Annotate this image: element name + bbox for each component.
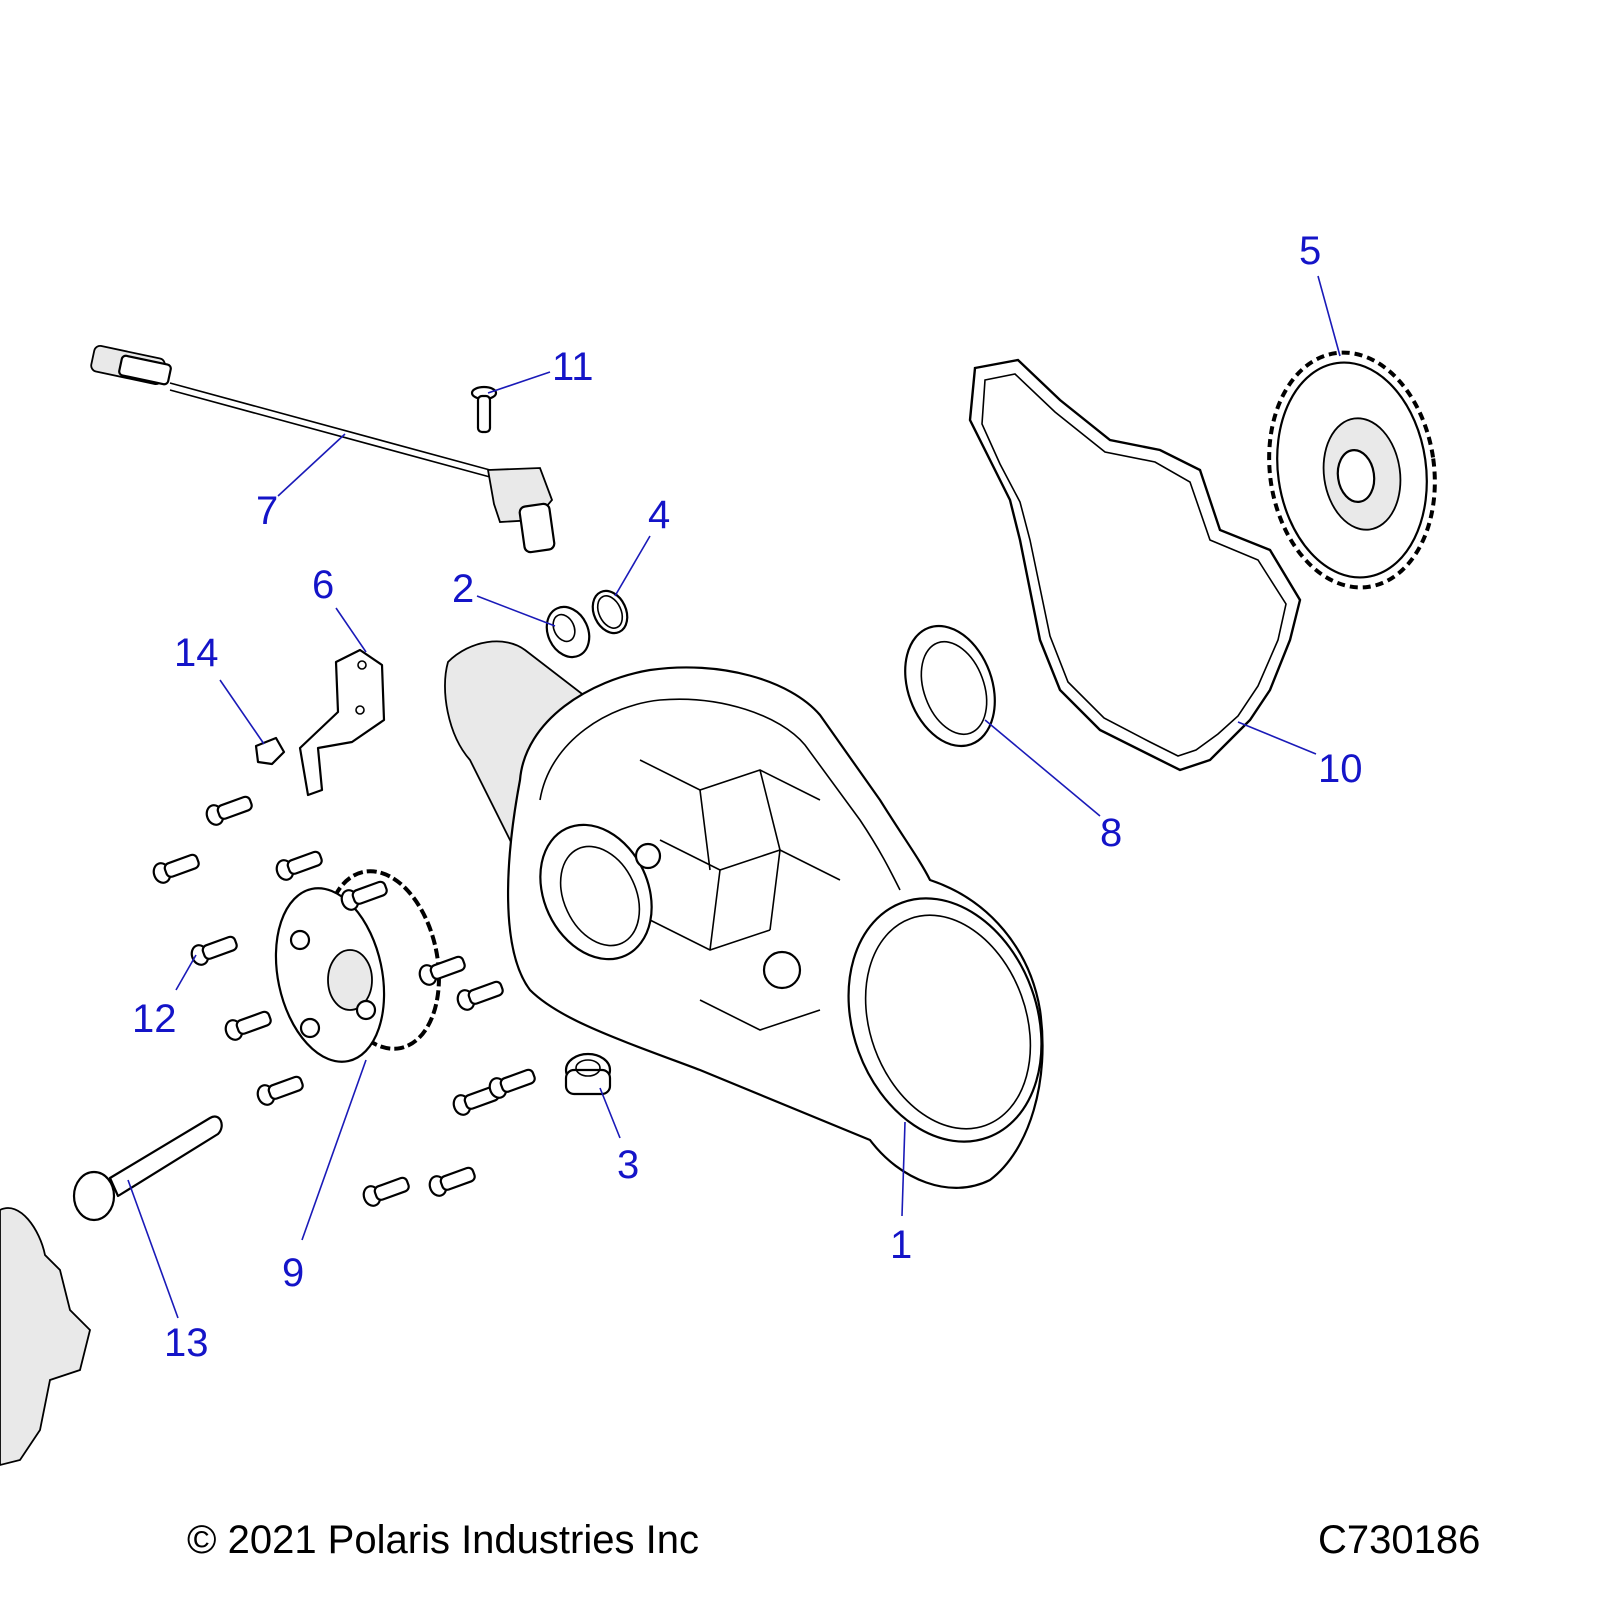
diagram-code: C730186 — [1318, 1518, 1481, 1562]
callout-11: 11 — [552, 345, 594, 389]
part-long-bolt — [72, 1115, 223, 1222]
part-bolts-set — [152, 795, 536, 1207]
part-adjacent-housing — [0, 1207, 91, 1466]
part-oil-seal — [904, 624, 996, 748]
callout-12: 12 — [132, 997, 177, 1041]
part-gasket — [968, 358, 1302, 772]
callout-14: 14 — [174, 631, 219, 675]
part-plug — [564, 1052, 612, 1096]
callout-3: 3 — [617, 1143, 639, 1187]
callout-7: 7 — [256, 489, 278, 533]
part-clip — [254, 736, 286, 766]
callout-2: 2 — [452, 567, 474, 611]
part-bracket — [298, 648, 386, 797]
callout-labels: 1 2 3 4 5 6 7 8 9 10 11 12 13 14 — [132, 229, 1363, 1365]
part-retaining-ring — [591, 589, 629, 635]
part-sensor-bolt — [470, 385, 498, 434]
callout-8: 8 — [1100, 811, 1122, 855]
part-cover-housing — [444, 640, 1044, 1189]
part-sprocket-gear — [1267, 350, 1437, 590]
callout-13: 13 — [164, 1321, 209, 1365]
callout-9: 9 — [282, 1251, 304, 1295]
callout-5: 5 — [1299, 229, 1321, 273]
part-pulley — [274, 869, 441, 1063]
callout-1: 1 — [890, 1223, 912, 1267]
leader-lines — [127, 275, 1341, 1319]
copyright-notice: © 2021 Polaris Industries Inc — [187, 1518, 699, 1562]
callout-4: 4 — [648, 493, 670, 537]
callout-6: 6 — [312, 563, 334, 607]
part-bearing — [545, 605, 591, 659]
part-speed-sensor-cable — [90, 345, 556, 554]
callout-10: 10 — [1318, 747, 1363, 791]
